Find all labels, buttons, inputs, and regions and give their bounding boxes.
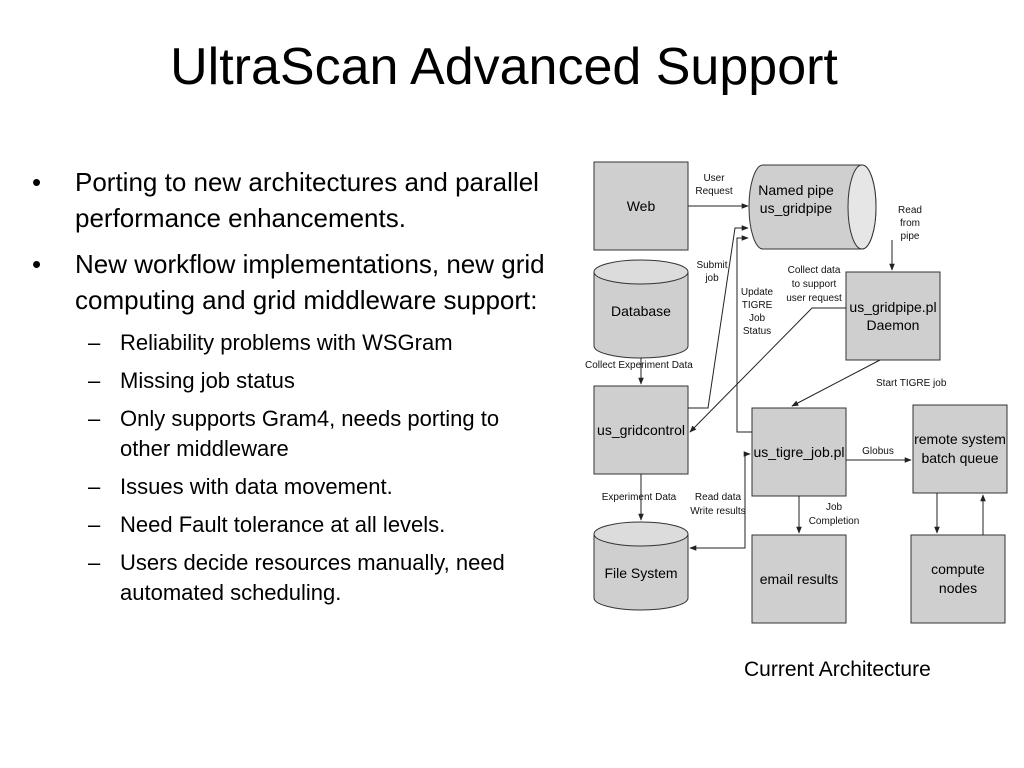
- remote-system-label-1: remote system: [914, 431, 1006, 447]
- sub-bullet-text: Reliability problems with WSGram: [120, 330, 453, 355]
- sub-bullet-item: – Reliability problems with WSGram: [30, 328, 550, 358]
- slide-title: UltraScan Advanced Support: [170, 38, 838, 96]
- bullet-text: New workflow implementations, new grid c…: [75, 249, 545, 315]
- bullet-item: • New workflow implementations, new grid…: [30, 246, 550, 318]
- sub-bullet-text: Missing job status: [120, 368, 295, 393]
- read-from-pipe-label-2: from: [900, 218, 920, 229]
- bullet-text: Porting to new architectures and paralle…: [75, 167, 539, 233]
- edge-start-tigre: [791, 359, 881, 407]
- web-node: Web: [593, 161, 689, 251]
- start-tigre-label: Start TIGRE job: [876, 378, 947, 389]
- collect-data-label-3: user request: [786, 293, 842, 304]
- bullet-dot-icon: •: [32, 167, 42, 197]
- named-pipe-node: Named pipe us_gridpipe: [748, 164, 877, 250]
- remote-system-node: remote system batch queue: [912, 404, 1008, 494]
- sub-bullet-item: – Issues with data movement.: [30, 472, 550, 502]
- dash-icon: –: [88, 406, 101, 431]
- dash-icon: –: [88, 512, 101, 537]
- edge-collect-data: [689, 307, 846, 433]
- email-results-label: email results: [760, 571, 839, 587]
- sub-bullet-item: – Need Fault tolerance at all levels.: [30, 510, 550, 540]
- update-status-label-2: TIGRE: [742, 300, 773, 311]
- diagram-caption: Current Architecture: [744, 658, 931, 681]
- database-node: Database: [593, 259, 689, 359]
- architecture-diagram: Web Named pipe us_gridpipe Database us_g…: [585, 161, 1008, 624]
- submit-job-label-2: job: [704, 273, 719, 284]
- compute-nodes-node: compute nodes: [910, 534, 1006, 624]
- read-write-label-1: Read data: [695, 492, 742, 503]
- submit-job-label-1: Submit: [696, 260, 727, 271]
- gridpipe-daemon-label-1: us_gridpipe.pl: [849, 299, 936, 315]
- web-label: Web: [627, 198, 656, 214]
- file-system-node: File System: [593, 521, 689, 611]
- database-label: Database: [611, 303, 671, 319]
- compute-nodes-label-2: nodes: [939, 580, 977, 596]
- dash-icon: –: [88, 368, 101, 393]
- tigre-job-node: us_tigre_job.pl: [751, 407, 847, 497]
- globus-label: Globus: [862, 446, 894, 457]
- update-status-label-1: Update: [741, 287, 774, 298]
- remote-system-label-2: batch queue: [921, 450, 998, 466]
- tigre-job-label: us_tigre_job.pl: [753, 444, 844, 460]
- dash-icon: –: [88, 330, 101, 355]
- gridcontrol-node: us_gridcontrol: [593, 385, 689, 475]
- collect-data-label-2: to support: [792, 279, 837, 290]
- user-request-label-1: User: [703, 173, 725, 184]
- sub-bullet-text: Need Fault tolerance at all levels.: [120, 512, 446, 537]
- read-write-label-2: Write results: [690, 506, 745, 517]
- file-system-label: File System: [604, 565, 677, 581]
- edge-submit-job: [688, 225, 749, 409]
- compute-nodes-label-1: compute: [931, 561, 985, 577]
- edge-update-status: [736, 235, 752, 433]
- job-completion-label-2: Completion: [809, 516, 860, 527]
- update-status-label-4: Status: [743, 326, 771, 337]
- bullet-dot-icon: •: [32, 249, 42, 279]
- update-status-label-3: Job: [749, 313, 766, 324]
- read-from-pipe-label-3: pipe: [901, 231, 920, 242]
- collect-experiment-label: Collect Experiment Data: [585, 360, 693, 371]
- email-results-node: email results: [751, 534, 847, 624]
- user-request-label-2: Request: [695, 186, 732, 197]
- dash-icon: –: [88, 474, 101, 499]
- collect-data-label-1: Collect data: [788, 265, 841, 276]
- job-completion-label-1: Job: [826, 502, 843, 513]
- sub-bullet-text: Issues with data movement.: [120, 474, 393, 499]
- named-pipe-label-2: us_gridpipe: [760, 200, 833, 216]
- sub-bullet-item: – Users decide resources manually, need …: [30, 548, 550, 608]
- read-from-pipe-label-1: Read: [898, 205, 922, 216]
- gridpipe-daemon-label-2: Daemon: [867, 317, 920, 333]
- sub-bullet-item: – Only supports Gram4, needs porting to …: [30, 404, 550, 464]
- sub-bullet-text: Only supports Gram4, needs porting to ot…: [120, 406, 500, 461]
- named-pipe-label-1: Named pipe: [758, 182, 834, 198]
- experiment-data-label: Experiment Data: [602, 492, 677, 503]
- edge-read-write: [689, 451, 751, 551]
- sub-bullet-item: – Missing job status: [30, 366, 550, 396]
- bullet-list: • Porting to new architectures and paral…: [30, 164, 550, 616]
- gridcontrol-label: us_gridcontrol: [597, 422, 685, 438]
- dash-icon: –: [88, 550, 101, 575]
- sub-bullet-text: Users decide resources manually, need au…: [120, 550, 505, 605]
- gridpipe-daemon-node: us_gridpipe.pl Daemon: [845, 271, 941, 361]
- bullet-item: • Porting to new architectures and paral…: [30, 164, 550, 236]
